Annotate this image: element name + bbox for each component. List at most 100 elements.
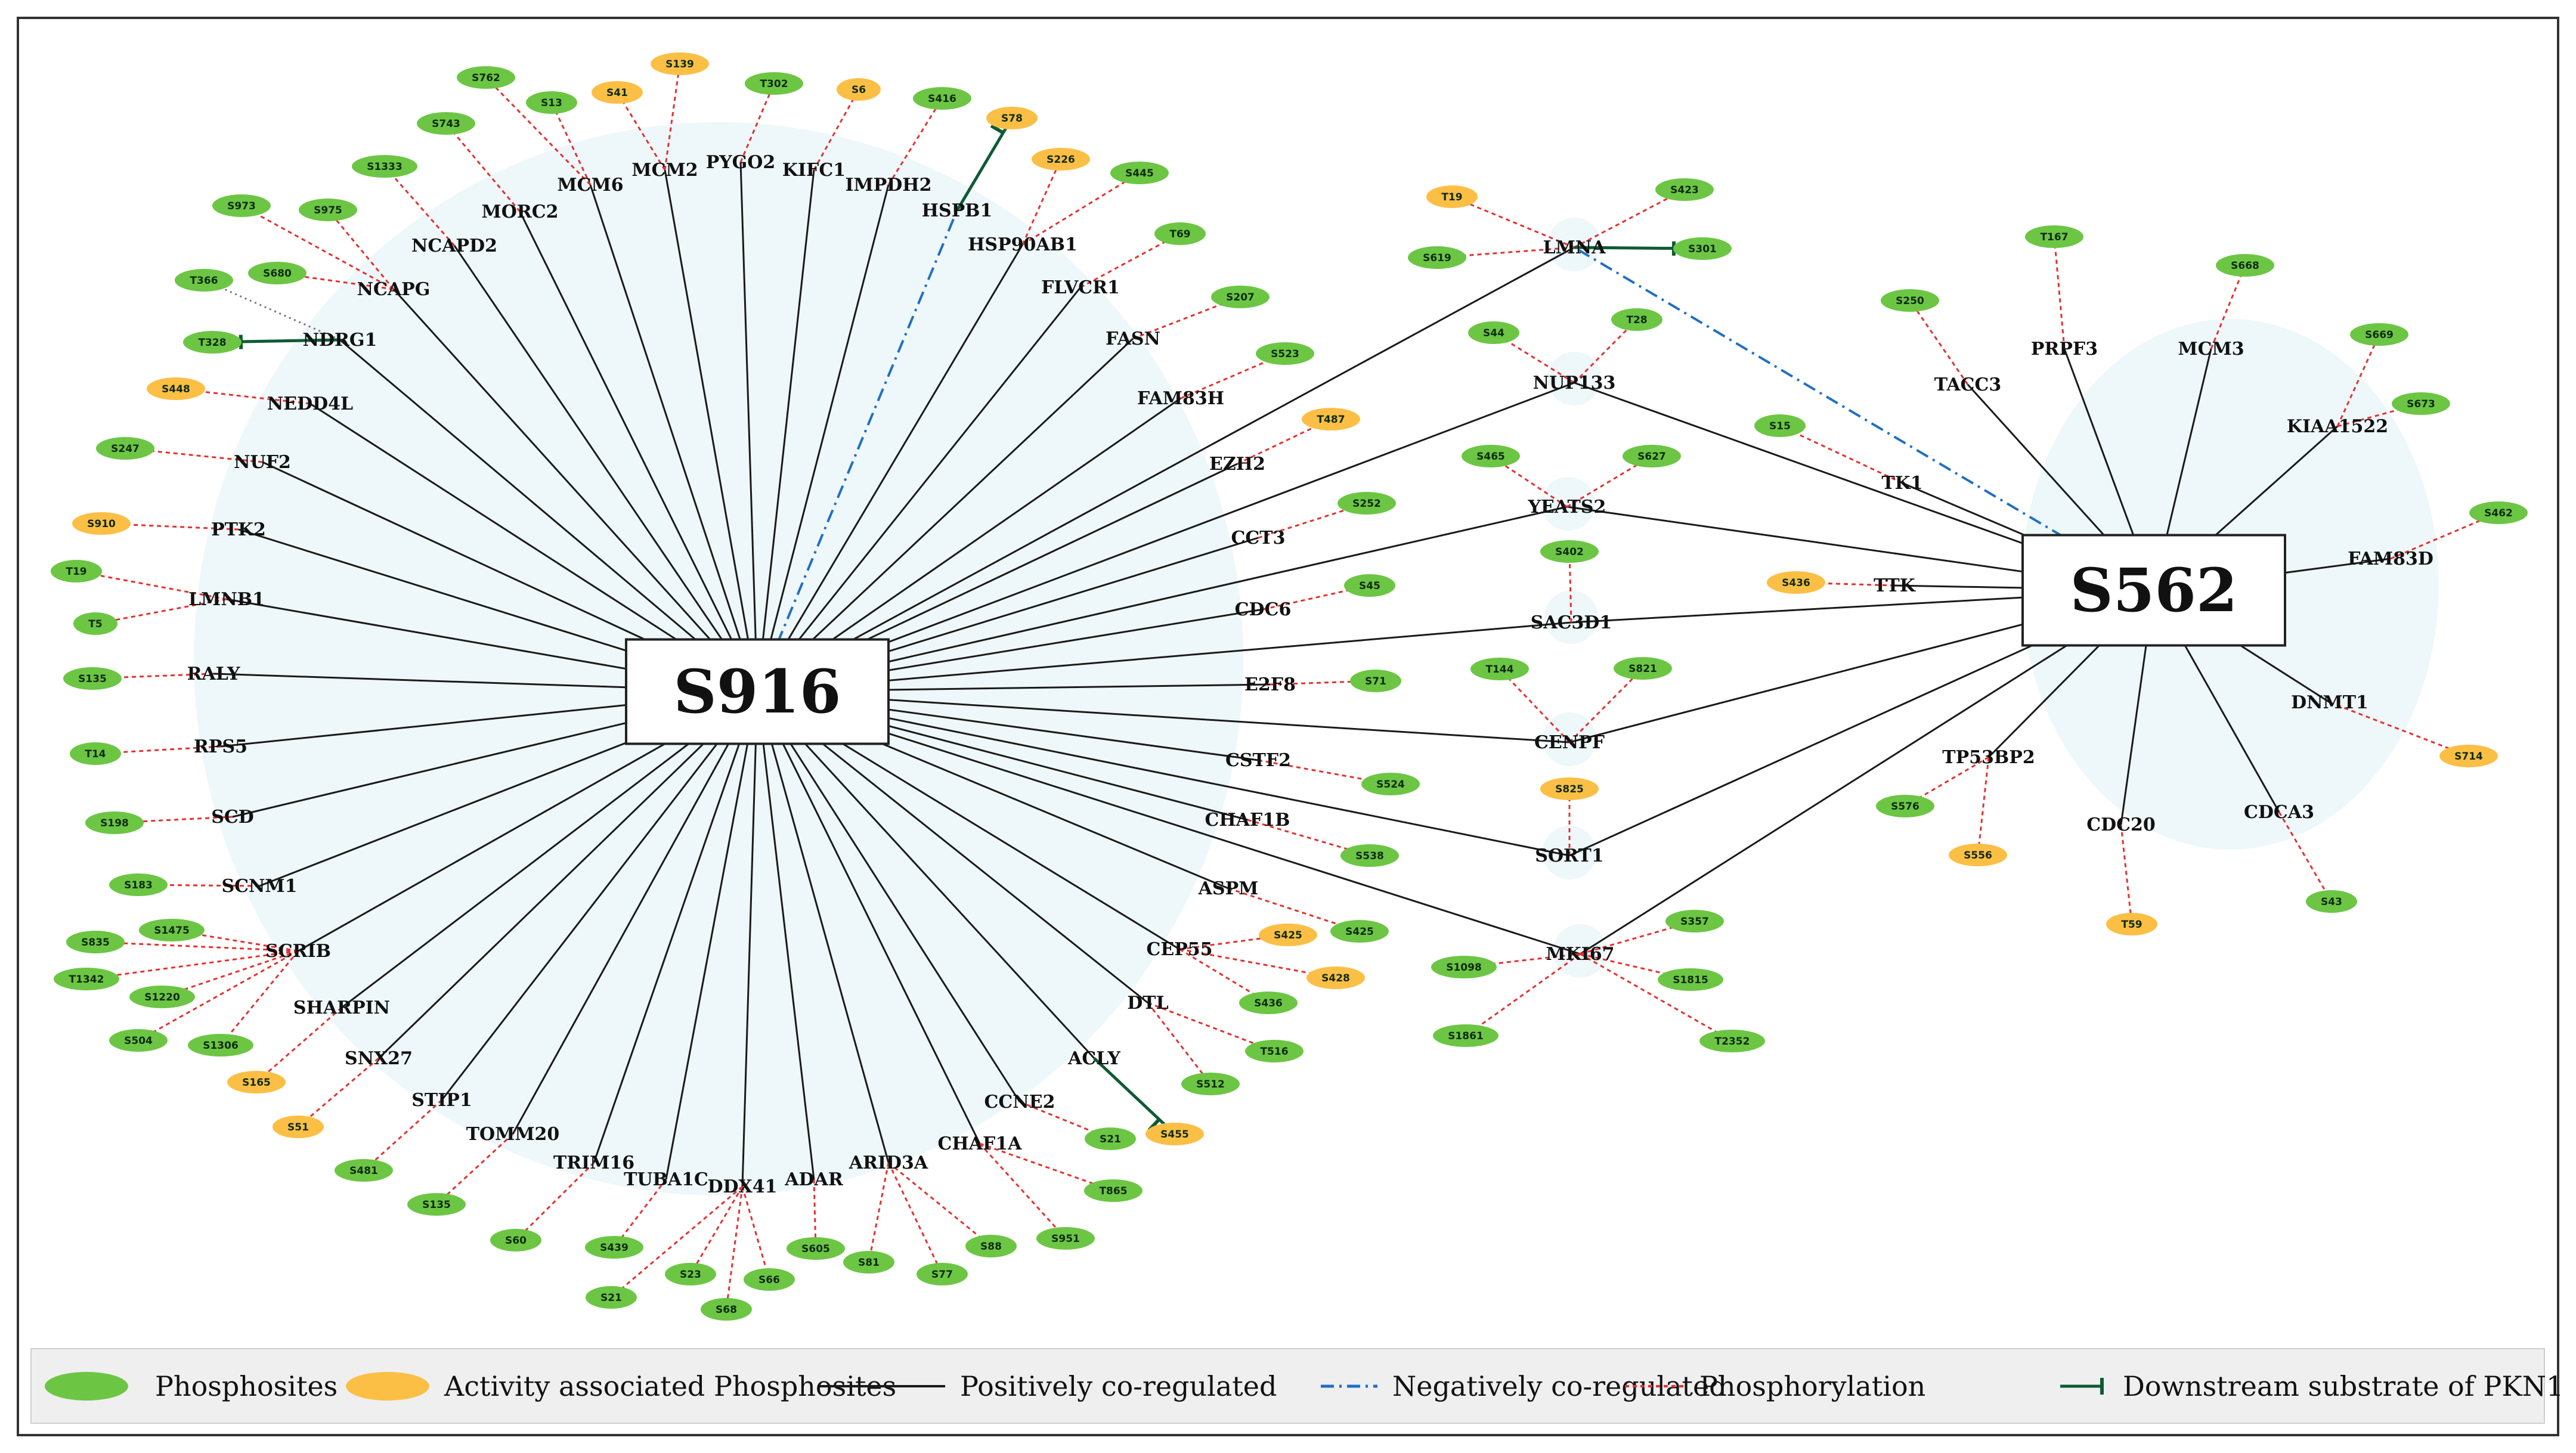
gene-label-snx27: SNX27 [345, 1048, 413, 1069]
gene-label-ptk2: PTK2 [211, 519, 266, 540]
halo-region-3 [1547, 352, 1601, 405]
gene-label-hsp90ab1: HSP90AB1 [968, 234, 1078, 255]
phosphosite-ptk2-s910 [72, 512, 131, 535]
phosphorylation-edge-scrib-s1306 [219, 950, 299, 1046]
halo-region-2 [1547, 218, 1601, 271]
phosphosite-snx27-s51 [273, 1116, 324, 1138]
hub-edge-s916-fasn [756, 337, 1134, 693]
phosphosite-label: S910 [87, 518, 116, 530]
hub-edge-s916-kifc1 [756, 169, 815, 692]
phosphosite-mcm6-s762 [457, 66, 515, 89]
phosphorylation-edge-cdca3-s43 [2278, 811, 2333, 902]
phosphosite-label: S714 [2454, 751, 2483, 763]
gene-label-cenpf: CENPF [1534, 732, 1605, 753]
phosphosite-ccne2-s21 [1085, 1127, 1136, 1150]
gene-label-sac3d1: SAC3D1 [1531, 612, 1612, 633]
phosphosite-scnm1-s183 [109, 873, 168, 896]
hub-edge-s916-pygo2 [739, 162, 758, 692]
phosphosite-mcm6-s13 [526, 91, 577, 114]
halo-region-5 [1544, 590, 1598, 644]
phosphosite-label: S15 [1769, 420, 1791, 432]
phosphorylation-edge-cep55-s425 [1179, 934, 1289, 950]
phosphosite-label: S226 [1046, 154, 1075, 166]
gene-label-aspm: ASPM [1198, 878, 1259, 899]
phosphorylation-edge-adar-s605 [813, 1179, 817, 1249]
gene-label-scnm1: SCNM1 [221, 876, 297, 897]
hub-edge-s916-stip1 [441, 691, 758, 1101]
gene-label-ttk: TTK [1874, 575, 1916, 596]
phosphorylation-edge-tuba1c-s439 [613, 1179, 667, 1248]
phosphosite-label: S462 [2484, 507, 2513, 519]
phosphosite-label: S1098 [1446, 962, 1482, 974]
phosphosite-cep55-s425 [1259, 924, 1317, 946]
phosphosite-mki67-s357 [1665, 910, 1724, 932]
phosphosite-ndrg1-t328 [183, 331, 242, 354]
phosphosite-label: S481 [349, 1165, 378, 1177]
phosphosite-label: S538 [1355, 850, 1384, 862]
phosphosite-hsp90ab1-s445 [1110, 162, 1169, 184]
gene-label-raly: RALY [187, 664, 240, 684]
phosphosite-scd-s198 [85, 811, 144, 834]
phosphosite-label: S668 [2231, 260, 2259, 272]
legend-label-positively-co-regulated: Positively co-regulated [960, 1370, 1277, 1402]
phosphosite-label: S627 [1637, 451, 1666, 463]
phosphosite-label: S247 [111, 443, 140, 455]
phosphorylation-edge-cenpf-t144 [1498, 668, 1571, 743]
phosphorylation-edge-dtl-s512 [1147, 1002, 1212, 1085]
phosphorylation-edge-mki67-t2352 [1580, 953, 1733, 1042]
phosphorylation-edge-tacc3-s250 [1909, 300, 1969, 385]
phosphosite-dnmt1-s714 [2439, 745, 2498, 767]
phosphosite-fasn-s207 [1211, 286, 1270, 308]
gene-label-sharpin: SHARPIN [293, 997, 390, 1018]
phosphosite-label: S250 [1896, 295, 1924, 307]
phosphosite-label: T14 [85, 748, 106, 760]
phosphorylation-edge-kiaa1522-s669 [2336, 334, 2380, 427]
phosphosite-cdca3-s43 [2306, 890, 2357, 913]
phosphosite-lmnb1-t5 [73, 612, 117, 635]
legend-swatch-activity-associated-phosphosites [346, 1372, 429, 1401]
phosphosite-label: S88 [980, 1241, 1002, 1253]
phosphosite-lmna-s619 [1408, 246, 1466, 269]
gene-label-lmna: LMNA [1543, 237, 1606, 258]
phosphosite-ndrg1-t366 [175, 269, 233, 292]
phosphorylation-edge-arid3a-s88 [888, 1161, 992, 1247]
gene-label-ccne2: CCNE2 [984, 1092, 1055, 1113]
phosphosite-label: S23 [680, 1269, 701, 1281]
gene-label-mcm6: MCM6 [557, 175, 623, 196]
phosphosite-tacc3-s250 [1881, 289, 1939, 312]
phosphosite-prpf3-t167 [2025, 225, 2083, 248]
hub-edge-s916-sac3d1 [757, 621, 1572, 693]
phosphosite-flvcr1-t69 [1154, 222, 1206, 245]
phosphosite-label: S436 [1782, 577, 1810, 589]
phosphosite-cdc6-s45 [1344, 574, 1395, 597]
phosphorylation-edge-tomm20-s135 [435, 1133, 514, 1206]
phosphosite-lmna-s423 [1655, 178, 1714, 201]
phosphosite-nuf2-s247 [96, 437, 154, 460]
gene-label-tp53bp2: TP53BP2 [1942, 747, 2035, 768]
phosphosite-label: T5 [88, 618, 102, 630]
phosphosite-lmna-t19 [1426, 185, 1478, 208]
gene-label-kifc1: KIFC1 [782, 160, 846, 181]
phosphosite-ttk-s436 [1767, 571, 1825, 594]
gene-label-cstf2: CSTF2 [1225, 750, 1291, 771]
phosphosite-cdc20-t59 [2106, 913, 2157, 935]
phosphorylation-edge-cdc6-s45 [1262, 584, 1370, 611]
phosphosite-label: S619 [1423, 252, 1451, 264]
phosphosite-cenpf-t144 [1470, 658, 1529, 680]
halo-region-6 [1543, 712, 1596, 766]
phosphosite-label: S66 [758, 1274, 780, 1286]
gene-label-ncapd2: NCAPD2 [411, 236, 497, 256]
hub-edge-s916-morc2 [519, 211, 758, 692]
phosphosite-label: S78 [1001, 113, 1023, 125]
phosphosite-label: S973 [227, 200, 256, 212]
phosphosite-label: T366 [190, 275, 218, 287]
phosphosite-label: S743 [432, 118, 460, 130]
gene-label-scrib: SCRIB [265, 941, 331, 962]
phosphosite-dtl-t516 [1245, 1040, 1304, 1062]
gene-label-nup133: NUP133 [1533, 373, 1616, 394]
phosphosite-rps5-t14 [70, 742, 121, 765]
gene-label-tomm20: TOMM20 [466, 1124, 560, 1145]
phosphosite-arid3a-s88 [965, 1235, 1017, 1257]
